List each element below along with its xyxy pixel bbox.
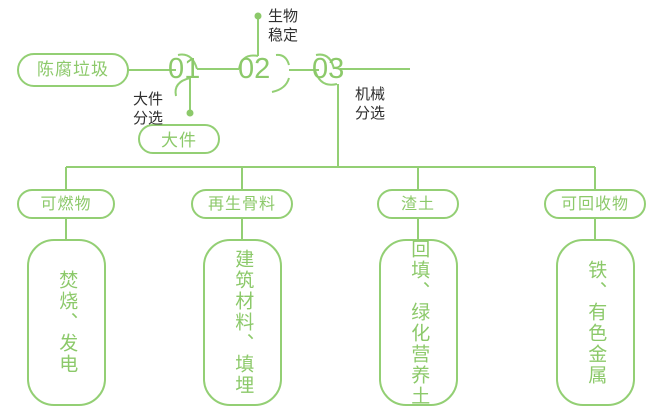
node-02-arc-lower — [271, 77, 290, 93]
stage-03-process-label: 机械 分选 — [355, 86, 386, 122]
detail-box-2-text: 建筑材料、填埋 — [232, 249, 254, 396]
detail-box-2 — [203, 239, 282, 406]
detail-box-1-wrap: 焚烧、发电 — [28, 240, 105, 405]
detail-box-3-wrap: 回填、绿化营养土 — [380, 238, 457, 407]
node-03-arc-top — [315, 53, 335, 70]
branch-01-dot — [186, 109, 194, 117]
stage-number-03: 03 — [312, 53, 345, 85]
node-02-arc-bottom — [275, 53, 290, 66]
pill-dajian-shape — [138, 124, 220, 154]
node-01-arc-top — [177, 53, 198, 70]
node-01-arc-bottom — [174, 77, 191, 97]
output-pill-3-label: 渣土 — [400, 196, 435, 213]
detail-box-3-text: 回填、绿化营养土 — [408, 238, 430, 407]
stage-number-01: 01 — [168, 53, 201, 85]
stage-01-process-label: 大件 分选 — [133, 91, 164, 127]
output-pill-2-label: 再生骨料 — [207, 196, 276, 213]
branch-02-dot — [254, 12, 262, 20]
detail-box-1-text: 焚烧、发电 — [56, 270, 78, 375]
output-pill-1-label: 可燃物 — [40, 196, 92, 213]
detail-box-2-wrap: 建筑材料、填埋 — [204, 240, 281, 405]
detail-box-3 — [379, 239, 458, 406]
source-pill-label: 陈腐垃圾 — [37, 60, 109, 79]
node-03-arc-bottom — [314, 69, 338, 86]
detail-box-4-wrap: 铁、有色金属 — [557, 240, 634, 405]
stage-number-02: 02 — [238, 53, 271, 85]
detail-box-1 — [27, 239, 106, 406]
detail-box-4 — [556, 239, 635, 406]
stage-01-output-pill-label: 大件 — [161, 131, 197, 150]
stage-02-process-label: 生物 稳定 — [268, 8, 299, 44]
node-02-arc-top — [238, 54, 259, 70]
detail-box-4-text: 铁、有色金属 — [585, 259, 607, 386]
output-pill-4-label: 可回收物 — [560, 196, 629, 213]
